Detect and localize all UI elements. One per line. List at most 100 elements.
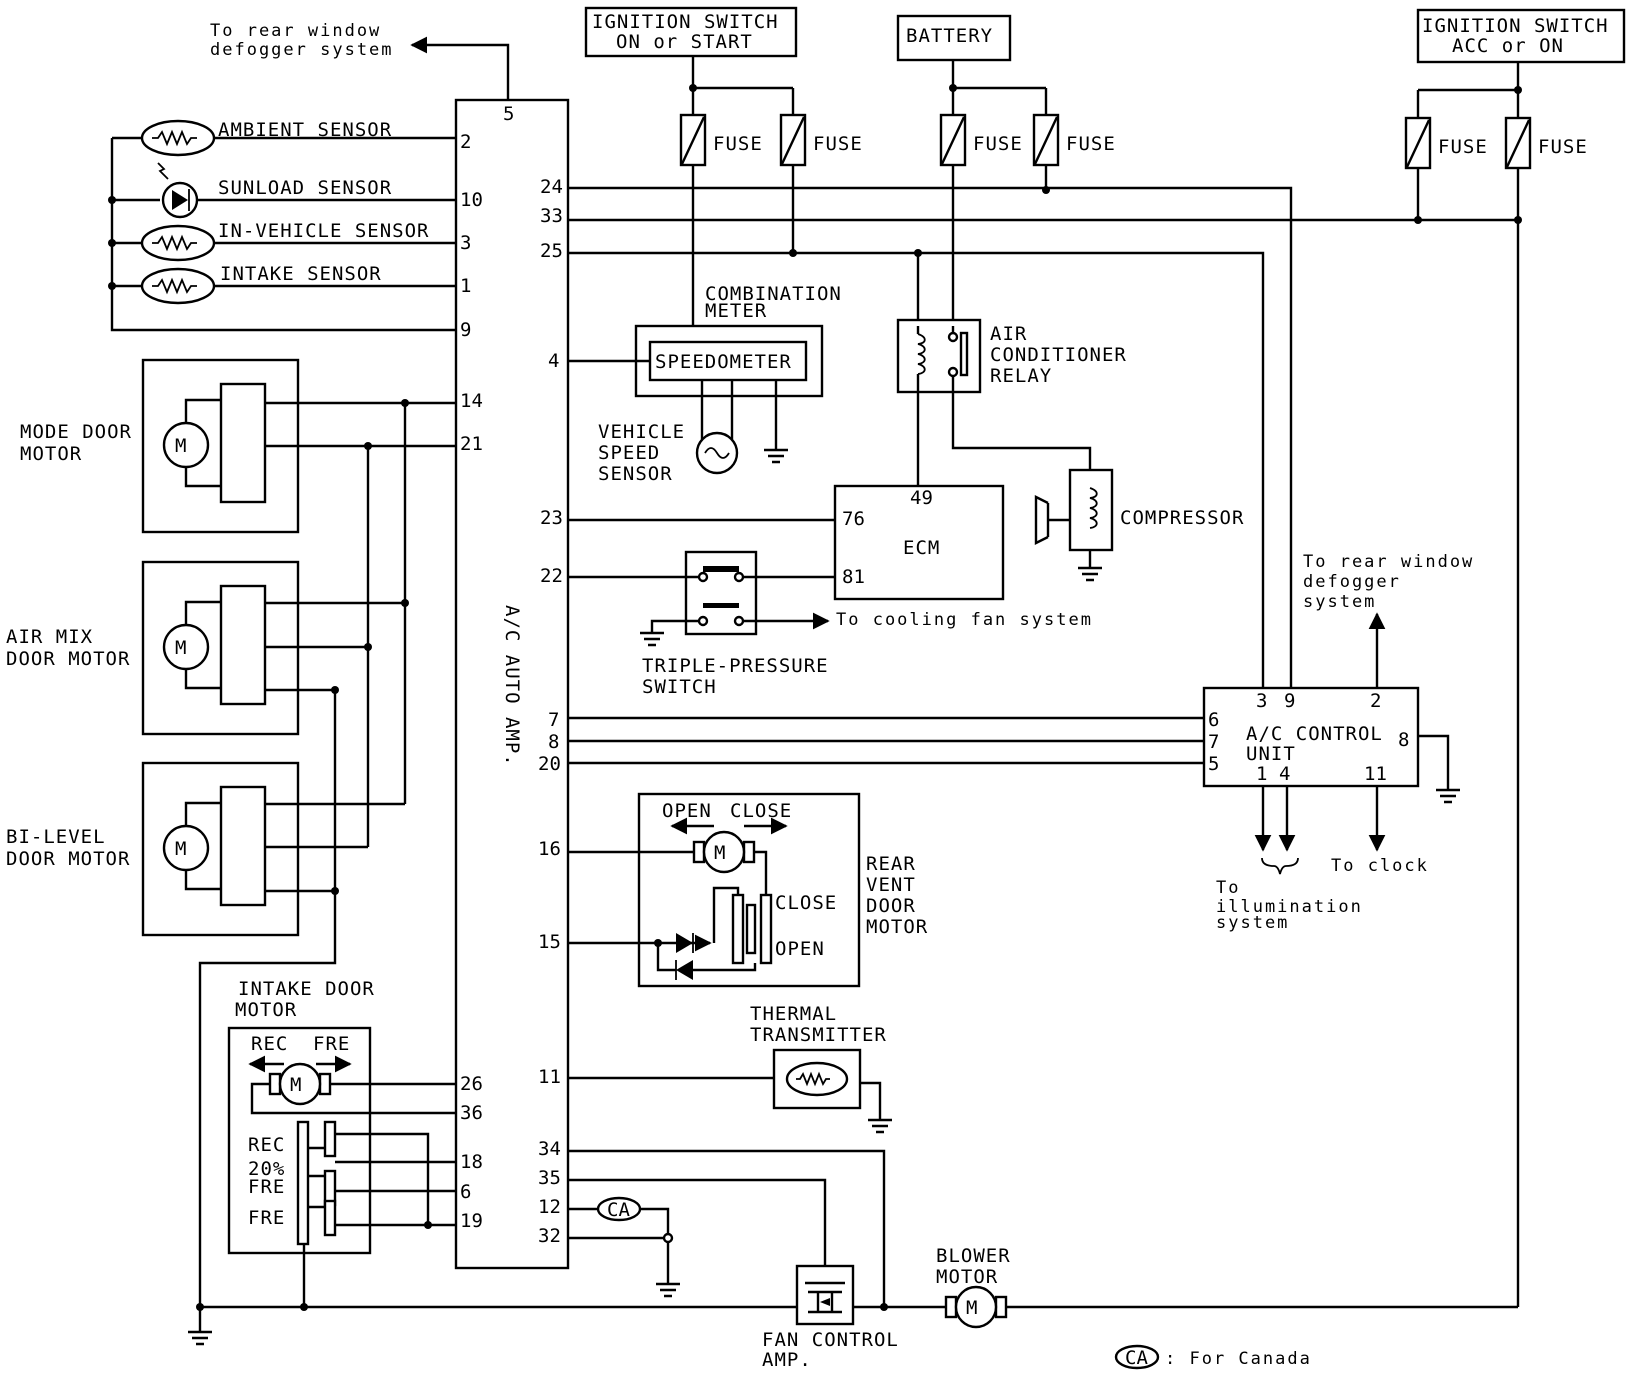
- acu-pin-5: 5: [1208, 753, 1219, 775]
- compressor-label: COMPRESSOR: [1120, 507, 1244, 529]
- ecm-pin-49: 49: [910, 487, 933, 509]
- acu-pin-9: 9: [1284, 690, 1295, 712]
- to-illumination-2: illumination: [1216, 897, 1363, 917]
- sensor-group: AMBIENT SENSOR SUNLOAD SENSOR IN-VEHICLE…: [108, 119, 456, 332]
- amp-pin-26: 26: [460, 1073, 483, 1095]
- sunload-sensor-label: SUNLOAD SENSOR: [218, 177, 392, 199]
- air-mix-label-2: DOOR MOTOR: [6, 648, 130, 670]
- combination-meter: COMBINATION METER SPEEDOMETER VEHICLE SP…: [568, 283, 842, 485]
- battery: BATTERY FUSE FUSE: [896, 14, 1115, 326]
- acu-pin-7: 7: [1208, 731, 1219, 753]
- amp-pin-15: 15: [538, 931, 561, 953]
- intake-motor-icon: [278, 1062, 322, 1106]
- thermal-transmitter: THERMAL TRANSMITTER: [568, 1003, 892, 1134]
- ecm-label: ECM: [903, 537, 940, 559]
- acu-pin-1: 1: [1256, 763, 1267, 785]
- legend: CA : For Canada: [1114, 1344, 1312, 1370]
- amp-pin-11: 11: [538, 1066, 561, 1088]
- amp-pin-36: 36: [460, 1102, 483, 1124]
- amp-pin-7: 7: [548, 709, 559, 731]
- legend-canada-icon: [1114, 1344, 1160, 1370]
- amp-pin-24: 24: [540, 176, 563, 198]
- amp-pin-8: 8: [548, 731, 559, 753]
- amp-pin-25: 25: [540, 240, 563, 262]
- rear-defogger-label-1: To rear window: [210, 21, 381, 41]
- acu-pin-8: 8: [1398, 729, 1409, 751]
- fuse-label-2: FUSE: [813, 133, 863, 155]
- amp-pin-34: 34: [538, 1138, 561, 1160]
- ign-acc-label-1: IGNITION SWITCH: [1422, 15, 1609, 37]
- rear-defogger-output-top: To rear window defogger system: [210, 21, 510, 100]
- mode-door-label-1: MODE DOOR: [20, 421, 132, 443]
- vss-label-1: VEHICLE: [598, 421, 685, 443]
- acu-pin-11: 11: [1364, 763, 1387, 785]
- combo-meter-label-1: COMBINATION: [705, 283, 842, 305]
- ignition-on-start: IGNITION SWITCH ON or START FUSE FUSE: [584, 6, 863, 326]
- intake-door-label-1: INTAKE DOOR: [238, 978, 375, 1000]
- rear-vent-open-label: OPEN: [662, 800, 712, 822]
- ign-on-label-1: IGNITION SWITCH: [592, 11, 779, 33]
- fan-amp-label-1: FAN CONTROL: [762, 1329, 899, 1351]
- legend-canada-text: : For Canada: [1165, 1349, 1312, 1369]
- ac-auto-amp-label: A/C AUTO AMP.: [501, 605, 523, 767]
- relay-label-3: RELAY: [990, 365, 1052, 387]
- amp-pin-10: 10: [460, 189, 483, 211]
- amp-pin-2: 2: [460, 131, 471, 153]
- compressor: COMPRESSOR: [1034, 468, 1244, 582]
- ign-acc-label-2: ACC or ON: [1452, 35, 1564, 57]
- svg-text:M: M: [714, 842, 726, 864]
- ecm: 49 76 ECM 81: [568, 484, 1005, 601]
- svg-text:M: M: [966, 1297, 978, 1319]
- amp-pin-9: 9: [460, 319, 471, 341]
- intake-fre-label: FRE: [313, 1033, 350, 1055]
- bi-level-door-motor: BI-LEVEL DOOR MOTOR M: [6, 761, 405, 937]
- bottom-amp-wiring: CA: [568, 1149, 886, 1307]
- rear-vent-label-4: MOTOR: [866, 916, 928, 938]
- to-clock-label: To clock: [1331, 856, 1429, 876]
- acu-label-2: UNIT: [1246, 743, 1296, 765]
- intake-door-motor: INTAKE DOOR MOTOR REC FRE M REC 20% FRE …: [227, 978, 456, 1307]
- amp-pin-4: 4: [548, 350, 559, 372]
- amp-pin-21: 21: [460, 433, 483, 455]
- fan-amp-label-2: AMP.: [762, 1349, 812, 1371]
- intake-pos-fre-mid: FRE: [248, 1176, 285, 1198]
- acu-rear-defogger-2: defogger: [1303, 572, 1401, 592]
- fuse-label-1: FUSE: [713, 133, 763, 155]
- intake-rec-label: REC: [251, 1033, 288, 1055]
- amp-pin-6: 6: [460, 1181, 471, 1203]
- intake-door-label-2: MOTOR: [235, 999, 297, 1021]
- rear-vent-door-motor: OPEN CLOSE M CLOSE OPEN REAR VENT DOOR M…: [568, 792, 928, 988]
- intake-pos-fre: FRE: [248, 1207, 285, 1229]
- vss-label-3: SENSOR: [598, 463, 673, 485]
- relay-label-2: CONDITIONER: [990, 344, 1127, 366]
- amp-pin-33: 33: [540, 205, 563, 227]
- ground-left: [188, 1303, 884, 1346]
- air-conditioner-relay: AIR CONDITIONER RELAY: [896, 318, 1127, 486]
- intake-pos-20pct: 20%: [248, 1158, 285, 1180]
- motor-bus-wires: [198, 399, 409, 1307]
- blower-motor: BLOWER MOTOR M: [884, 1245, 1518, 1329]
- bi-level-label-2: DOOR MOTOR: [6, 848, 130, 870]
- acu-pin-2: 2: [1370, 690, 1381, 712]
- mode-door-label-2: MOTOR: [20, 443, 82, 465]
- acu-pin-4: 4: [1279, 763, 1290, 785]
- rear-vent-open-pos: OPEN: [775, 938, 825, 960]
- acu-rear-defogger-3: system: [1303, 592, 1376, 612]
- amp-pin-32: 32: [538, 1225, 561, 1247]
- ign-on-label-2: ON or START: [616, 31, 753, 53]
- legend-canada-tag: CA: [1125, 1347, 1148, 1369]
- to-illumination-1: To: [1216, 878, 1240, 898]
- rear-vent-label-3: DOOR: [866, 895, 916, 917]
- rear-vent-label-1: REAR: [866, 853, 916, 875]
- ecm-pin-81: 81: [842, 566, 865, 588]
- amp-pin-23: 23: [540, 507, 563, 529]
- rear-vent-label-2: VENT: [866, 874, 916, 896]
- acu-pin-3: 3: [1256, 690, 1267, 712]
- rear-vent-close-label: CLOSE: [730, 800, 792, 822]
- triple-pressure-label-1: TRIPLE-PRESSURE: [642, 655, 829, 677]
- blower-label-2: MOTOR: [936, 1266, 998, 1288]
- in-vehicle-sensor-label: IN-VEHICLE SENSOR: [218, 220, 429, 242]
- acu-pin-6: 6: [1208, 709, 1219, 731]
- to-illumination-3: system: [1216, 913, 1289, 933]
- svg-text:M: M: [175, 637, 187, 659]
